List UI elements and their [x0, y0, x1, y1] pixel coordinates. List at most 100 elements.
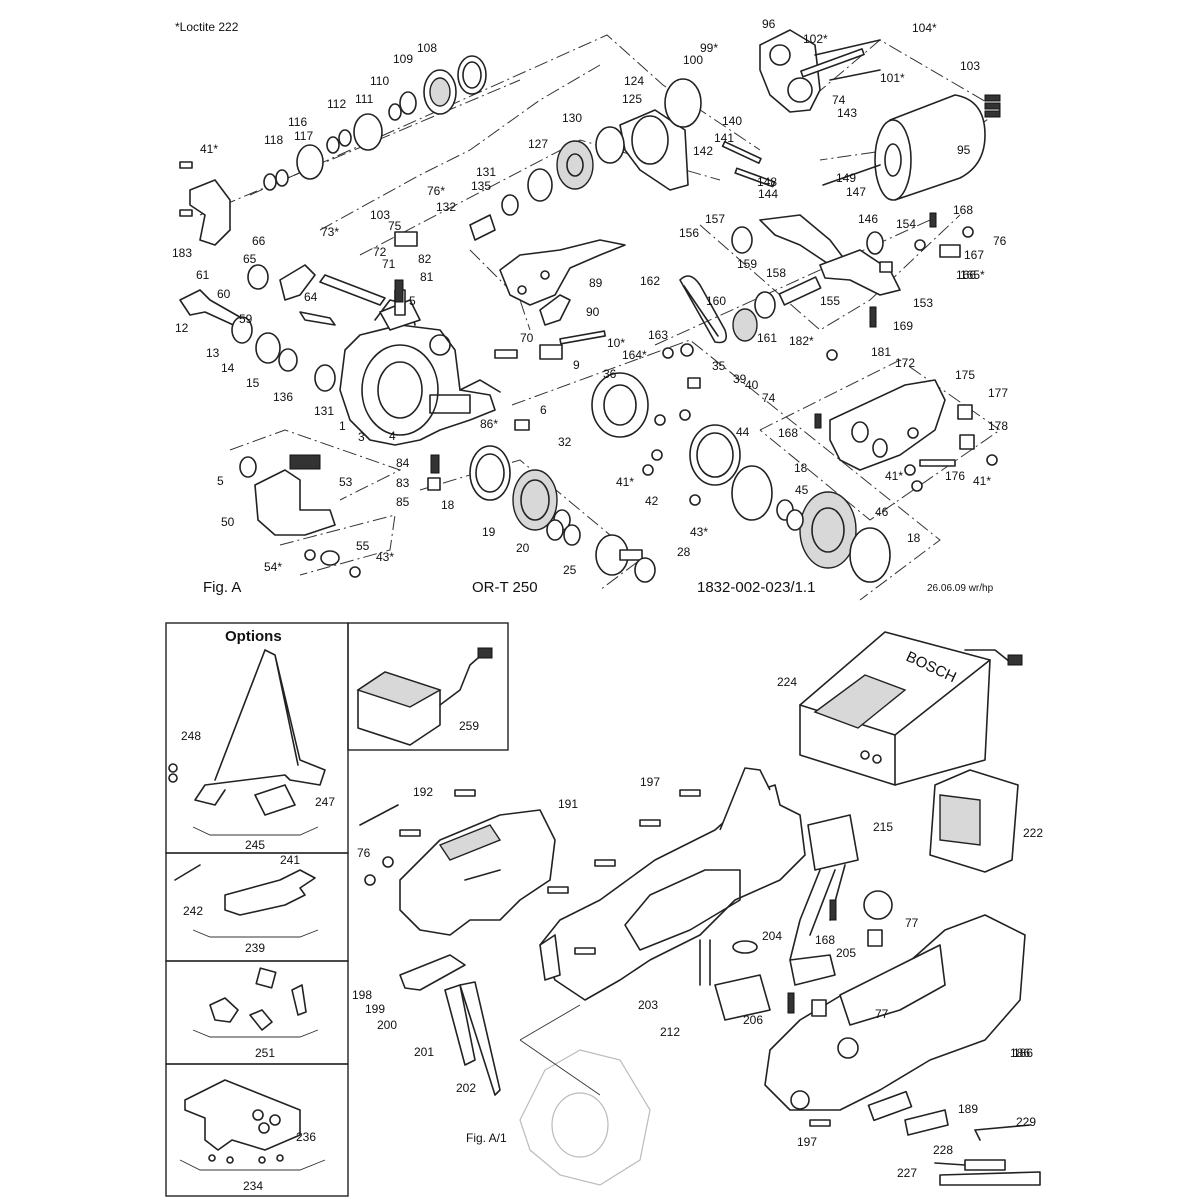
part-number-label: 199: [365, 1002, 385, 1016]
part-number-label: 46: [875, 505, 889, 519]
part-number-label: 130: [562, 111, 582, 125]
battery-pack: [929, 769, 1019, 873]
part-number-label: 41*: [885, 469, 903, 483]
part-number-label: 84: [396, 456, 410, 470]
part-number-label: 143: [837, 106, 857, 120]
part-number-label: 25: [563, 563, 577, 577]
part-number-label: 28: [677, 545, 691, 559]
part-number-label: 43*: [690, 525, 708, 539]
part-number-label: 239: [245, 941, 265, 955]
part-number-label: 41*: [973, 474, 991, 488]
part-number-label: 200: [377, 1018, 397, 1032]
part-number-label: 118: [264, 133, 283, 147]
part-number-label: 234: [243, 1179, 263, 1193]
part-number-label: 144: [758, 187, 778, 201]
part-number-label: 155: [820, 294, 840, 308]
part-number-label: 159: [737, 257, 757, 271]
part-number-label: 154: [896, 217, 916, 231]
part-number-label: 245: [245, 838, 265, 852]
part-number-label: 41*: [616, 475, 634, 489]
base-foot: [239, 454, 340, 566]
part-number-label: 248: [181, 729, 201, 743]
date-stamp: 26.06.09 wr/hp: [927, 583, 994, 594]
part-number-label: 71: [382, 257, 396, 271]
part-number-label: 53: [339, 475, 353, 489]
part-number-label: 168: [953, 203, 973, 217]
part-number-label: 55: [356, 539, 370, 553]
part-number-label: 212: [660, 1025, 680, 1039]
part-number-label: 14: [221, 361, 235, 375]
handle-shell: [764, 914, 1026, 1122]
part-number-label: 136: [273, 390, 293, 404]
part-number-label: 162: [640, 274, 660, 288]
motor-cover: [399, 809, 556, 936]
part-number-label: 242: [183, 904, 203, 918]
gear-housing: [339, 299, 501, 446]
electronics: [714, 814, 893, 1021]
part-number-label: 148: [757, 175, 777, 189]
part-number-label: 13: [206, 346, 220, 360]
motor-bracket: [759, 29, 881, 113]
part-number-label: 181: [871, 345, 891, 359]
battery-charger: BOSCH: [799, 631, 1023, 786]
part-number-label: 75: [388, 219, 402, 233]
part-number-label: 241: [280, 853, 300, 867]
part-number-label: 141: [714, 131, 734, 145]
options-panel: Options: [165, 622, 509, 1197]
part-number-label: 50: [221, 515, 235, 529]
part-number-label: 72: [373, 245, 387, 259]
part-number-label: 205: [836, 946, 856, 960]
part-number-label: 103: [960, 59, 980, 73]
motor: [822, 94, 1001, 201]
part-number-label: 127: [528, 137, 548, 151]
part-number-label: 60: [217, 287, 231, 301]
part-number-label: 146: [858, 212, 878, 226]
part-number-label: 77: [905, 916, 919, 930]
part-number-label: 160: [706, 294, 726, 308]
part-number-label: 3: [358, 430, 365, 444]
part-number-label: 89: [589, 276, 603, 290]
hub-flange: [591, 372, 656, 583]
part-number-label: 76*: [427, 184, 445, 198]
part-number-label: 163: [648, 328, 668, 342]
part-number-label: 12: [175, 321, 189, 335]
part-number-label: 131: [314, 404, 334, 418]
drive-belt: [679, 275, 776, 344]
part-number-label: 156: [679, 226, 699, 240]
part-number-label: 206: [743, 1013, 763, 1027]
part-number-label: 42: [645, 494, 659, 508]
switch-and-links: [359, 789, 831, 1127]
figure-label: Fig. A: [203, 579, 241, 596]
part-number-label: 247: [315, 795, 335, 809]
part-number-label: 202: [456, 1081, 476, 1095]
part-number-label: 189: [958, 1102, 978, 1116]
part-number-label: 40: [745, 378, 759, 392]
shaft-bearing-stack: [263, 55, 487, 191]
part-number-label: 166: [956, 268, 976, 282]
part-number-label: 39: [733, 372, 747, 386]
part-number-label: 222: [1023, 826, 1043, 840]
part-number-label: 5: [217, 474, 224, 488]
part-number-label: 110: [370, 74, 389, 88]
assembly-axis-lines: [199, 34, 1001, 601]
part-number-label: 76: [993, 234, 1007, 248]
part-number-label: 111: [355, 92, 374, 106]
part-number-label: 95: [957, 143, 971, 157]
part-number-label: 172: [895, 356, 915, 370]
part-number-label: 83: [396, 476, 410, 490]
part-number-label: 158: [766, 266, 786, 280]
part-number-label: 168: [778, 426, 798, 440]
part-number-label: 99*: [700, 41, 718, 55]
part-number-label: 112: [327, 97, 346, 111]
model-name: OR-T 250: [472, 579, 538, 596]
part-number-label: 108: [417, 41, 437, 55]
part-number-label: 192: [413, 785, 433, 799]
part-number-label: 45: [795, 483, 809, 497]
part-number-label: 224: [777, 675, 797, 689]
lower-ring-set: [469, 424, 891, 583]
handle-lever: [499, 239, 626, 326]
drive-gear-cluster: [469, 78, 702, 241]
part-number-label: 157: [705, 212, 725, 226]
part-number-label: 228: [933, 1143, 953, 1157]
part-number-label: 81: [420, 270, 434, 284]
